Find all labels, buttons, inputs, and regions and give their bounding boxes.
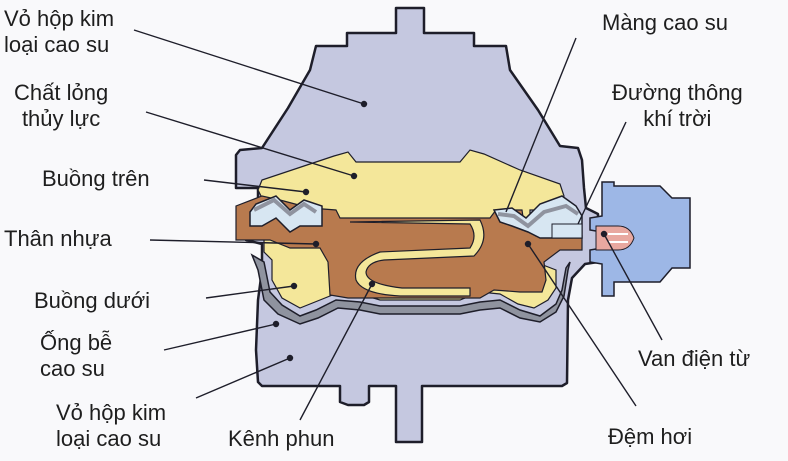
label-rubber-membrane: Màng cao su [602,10,728,35]
injection-channel [349,219,485,297]
label-line: Vỏ hộp kim [56,400,167,425]
label-rubber-bellows: Ống bễ cao su [40,330,112,382]
left-membrane-wave [253,197,318,217]
label-plastic-body: Thân nhựa [4,226,112,251]
label-hydraulic-fluid: Chất lỏng thủy lực [14,80,108,132]
label-bottom-housing: Vỏ hộp kim loại cao su [56,400,166,452]
label-upper-chamber: Buồng trên [42,166,150,191]
label-line: Chất lỏng [14,80,109,105]
leader-lines [133,29,663,421]
label-lower-chamber: Buồng dưới [34,288,151,313]
label-injection-channel: Kênh phun [228,426,335,451]
label-line: khí trời [643,106,712,131]
label-line: loại cao su [4,32,110,57]
rubber-bellows [250,253,571,325]
label-air-cushion: Đệm hơi [608,424,693,449]
label-line: thủy lực [21,106,101,131]
solenoid-valve [589,181,691,297]
solenoid-plunger [595,225,635,251]
label-top-housing: Vỏ hộp kim loại cao su [4,6,114,58]
label-line: Đường thông [612,80,743,105]
label-line: loại cao su [56,426,162,451]
air-cushion [551,223,583,239]
label-line: Ống bễ [40,330,113,355]
right-membrane-wave [497,203,580,229]
label-line: cao su [40,356,105,381]
label-solenoid-valve: Van điện từ [638,346,751,371]
label-line: Vỏ hộp kim [4,6,115,31]
label-air-vent: Đường thông khí trời [612,80,743,132]
